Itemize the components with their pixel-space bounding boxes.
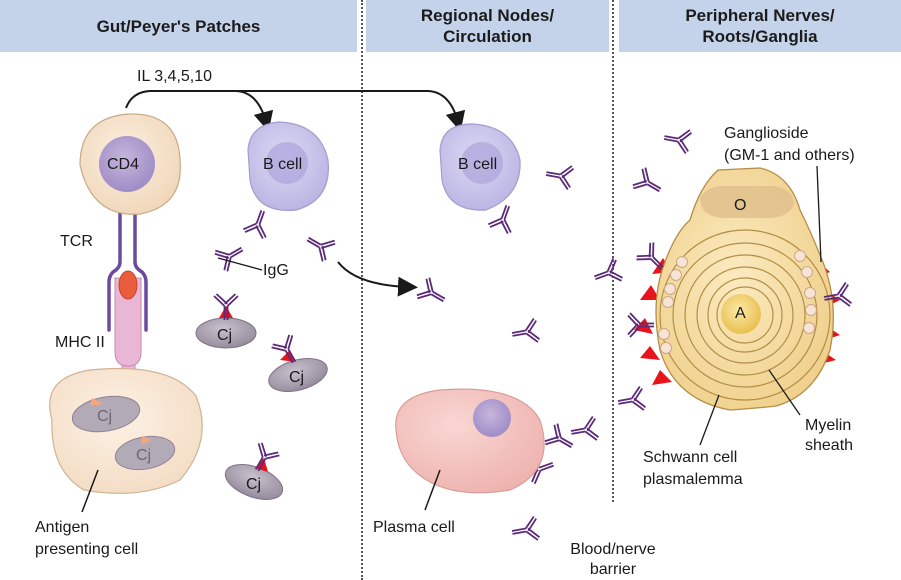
internalized-cj-1: [71, 395, 141, 433]
ganglioside-leader-line: [816, 165, 822, 263]
blood-nerve-barrier-line: [612, 0, 614, 502]
section-divider-1: [361, 0, 363, 580]
antibody: [543, 160, 575, 191]
antibody: [212, 237, 250, 274]
il-arrow-to-b-cell: [235, 90, 274, 132]
igg-leader-line: [217, 257, 263, 271]
cj-label: Cj: [289, 369, 305, 386]
axon: [721, 294, 761, 334]
antibody: [615, 385, 647, 416]
apc-label-line1: Antigen: [35, 519, 90, 536]
header-nodes-line2: Circulation: [443, 27, 532, 46]
myelin-lamellae: [659, 229, 831, 401]
cj-bacterium-2: [268, 332, 328, 392]
antibody: [509, 515, 541, 546]
axon-label: A: [735, 305, 746, 322]
oligodendrocyte-label: O: [734, 197, 747, 214]
header-regional-nodes: Regional Nodes/ Circulation: [366, 0, 609, 52]
barrier-label-line2: barrier: [589, 561, 637, 578]
mhc-ii-stalk: [114, 270, 142, 379]
header-gut-title: Gut/Peyer's Patches: [96, 16, 261, 36]
barrier-label-line1: Blood/nerve: [570, 541, 656, 558]
apc-leader-line: [81, 469, 99, 513]
cj-label: Cj: [246, 476, 262, 493]
igg-label: IgG: [263, 262, 289, 279]
ganglioside-label-line1: Ganglioside: [724, 125, 809, 142]
header-nodes-line1: Regional Nodes/: [420, 6, 555, 25]
b-cell-gut-label: B cell: [263, 156, 303, 173]
cj-label: Cj: [136, 447, 152, 464]
schwann-nodes: [658, 250, 817, 354]
myelin-label-line2: sheath: [805, 437, 854, 454]
plasma-cell: [395, 388, 545, 494]
antibody: [589, 256, 625, 290]
antibody: [509, 317, 541, 348]
antibody: [241, 205, 275, 241]
tcr-label: TCR: [60, 233, 93, 250]
header-nerves-line2: Roots/Ganglia: [702, 27, 818, 46]
antigen-peptide: [118, 270, 138, 300]
antibody: [542, 421, 580, 458]
antibody: [630, 165, 668, 202]
antigen-presenting-cell: [49, 367, 203, 494]
schwann-label-line1: Schwann cell: [643, 449, 738, 466]
header-nerves-line1: Peripheral Nerves/: [685, 6, 835, 25]
plasma-cell-label: Plasma cell: [373, 519, 455, 536]
antibody: [414, 275, 452, 312]
myelin-label-line1: Myelin: [805, 417, 852, 434]
cj-label: Cj: [217, 327, 233, 344]
cj-label: Cj: [97, 408, 113, 425]
oligodendrocyte-body: [700, 186, 794, 218]
cj-bacterium-1: [195, 293, 257, 349]
igg-circulation-arrow: [337, 261, 418, 297]
plasma-cell-leader-line: [424, 469, 441, 511]
ganglioside-label-line2: (GM-1 and others): [724, 147, 855, 164]
apc-label-line2: presenting cell: [35, 541, 139, 558]
il-arrow-to-node-b-cell: [345, 90, 466, 132]
schwann-label-line2: plasmalemma: [643, 471, 743, 488]
schwann-leader-line: [699, 394, 720, 446]
il-arrow-shared: [125, 90, 345, 109]
header-peripheral-nerves: Peripheral Nerves/ Roots/Ganglia: [619, 0, 901, 52]
cd4-label: CD4: [107, 156, 140, 173]
myelinated-axon: [627, 167, 853, 411]
plasma-cell-nucleus: [473, 399, 511, 437]
antibody: [300, 227, 338, 264]
tcr-receptor: [107, 210, 148, 332]
header-gut-peyers-patches: Gut/Peyer's Patches: [0, 0, 357, 52]
interleukins-label: IL 3,4,5,10: [137, 68, 213, 85]
b-cell-nodes-label: B cell: [458, 156, 498, 173]
cd4-nucleus: [99, 136, 155, 192]
antibody: [568, 415, 600, 446]
antibody: [661, 124, 693, 155]
myelin-leader-line: [768, 369, 801, 416]
mhc-ii-label: MHC II: [55, 334, 105, 351]
cj-bacterium-3: [224, 440, 284, 500]
